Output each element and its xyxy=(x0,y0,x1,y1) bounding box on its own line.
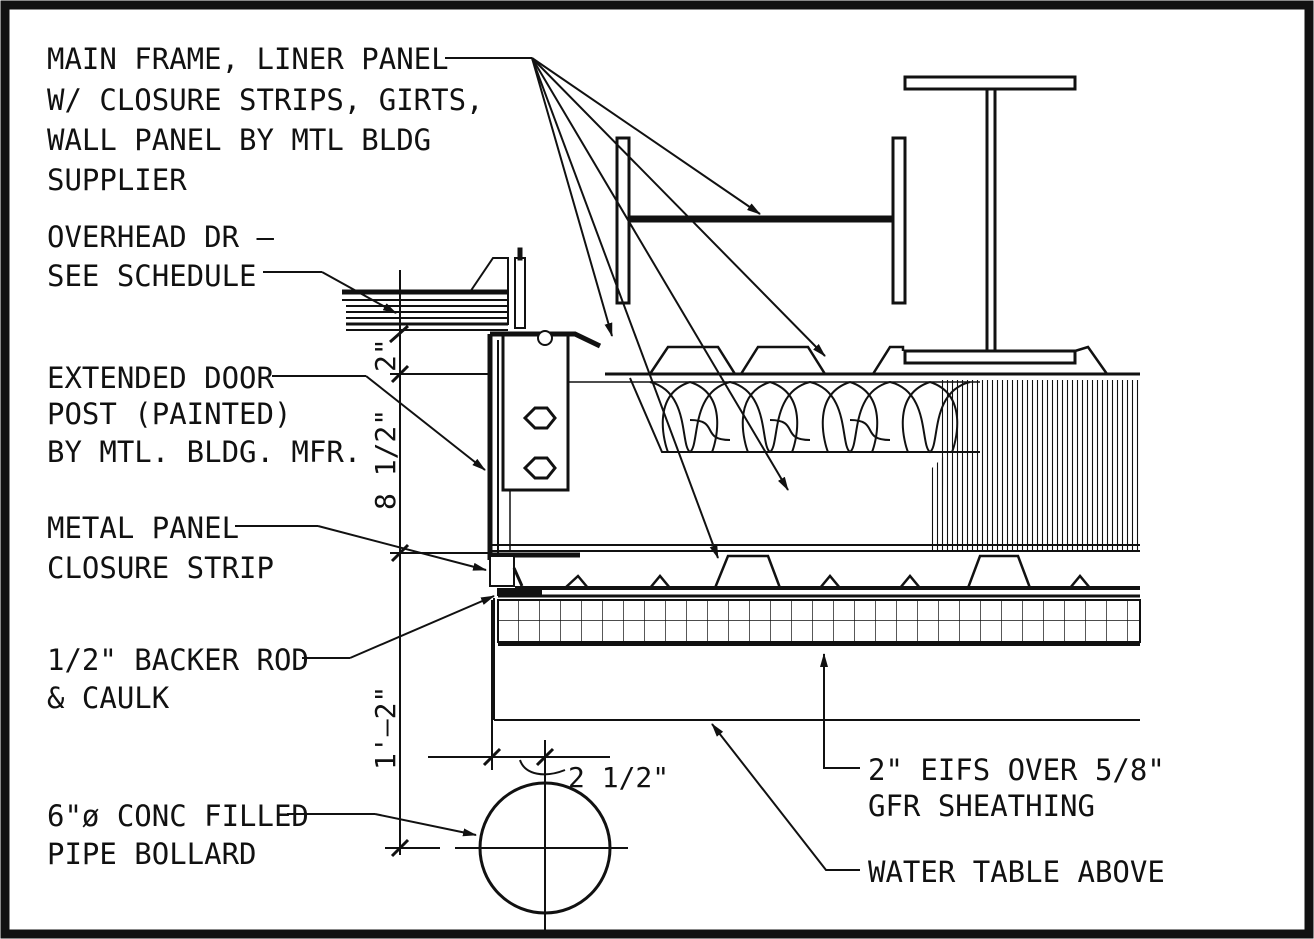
svg-text:SUPPLIER: SUPPLIER xyxy=(47,163,187,197)
note-backer-rod: 1/2" BACKER ROD & CAULK xyxy=(47,643,309,715)
svg-text:EXTENDED DOOR: EXTENDED DOOR xyxy=(47,361,275,395)
svg-text:W/ CLOSURE STRIPS, GIRTS,: W/ CLOSURE STRIPS, GIRTS, xyxy=(47,83,484,117)
svg-text:SEE SCHEDULE: SEE SCHEDULE xyxy=(47,259,257,293)
svg-text:& CAULK: & CAULK xyxy=(47,681,170,715)
note-water-table: WATER TABLE ABOVE xyxy=(868,855,1165,889)
svg-text:WATER TABLE ABOVE: WATER TABLE ABOVE xyxy=(868,855,1165,889)
dim-8-1-2-inch: 8 1/2" xyxy=(369,409,402,510)
door-post xyxy=(487,330,602,587)
main-frame-beams xyxy=(615,75,1077,365)
svg-text:OVERHEAD DR –: OVERHEAD DR – xyxy=(47,220,275,254)
leader-lines xyxy=(235,57,860,871)
svg-text:GFR SHEATHING: GFR SHEATHING xyxy=(868,789,1095,823)
note-closure-strip: METAL PANEL CLOSURE STRIP xyxy=(47,511,274,585)
insulation xyxy=(629,377,980,454)
svg-text:6"ø CONC FILLED: 6"ø CONC FILLED xyxy=(47,799,309,833)
note-overhead-door: OVERHEAD DR – SEE SCHEDULE xyxy=(47,220,275,293)
svg-text:2" EIFS OVER 5/8": 2" EIFS OVER 5/8" xyxy=(868,753,1165,787)
svg-text:PIPE BOLLARD: PIPE BOLLARD xyxy=(47,837,257,871)
eifs-panel xyxy=(497,599,1141,643)
overhead-door xyxy=(342,247,526,331)
dim-1-2: 1'–2" xyxy=(369,686,402,770)
svg-text:MAIN FRAME, LINER PANEL: MAIN FRAME, LINER PANEL xyxy=(47,42,449,76)
wall-panel-hatch xyxy=(940,380,1140,550)
svg-text:1/2" BACKER ROD: 1/2" BACKER ROD xyxy=(47,643,309,677)
svg-text:CLOSURE STRIP: CLOSURE STRIP xyxy=(47,551,274,585)
dimension-lines xyxy=(385,270,610,858)
svg-text:POST (PAINTED): POST (PAINTED) xyxy=(47,397,291,431)
note-main-frame: MAIN FRAME, LINER PANEL W/ CLOSURE STRIP… xyxy=(47,42,484,197)
svg-text:METAL PANEL: METAL PANEL xyxy=(47,511,239,545)
svg-text:BY MTL. BLDG. MFR.: BY MTL. BLDG. MFR. xyxy=(47,435,361,469)
note-bollard: 6"ø CONC FILLED PIPE BOLLARD xyxy=(47,799,309,871)
note-eifs: 2" EIFS OVER 5/8" GFR SHEATHING xyxy=(868,753,1165,823)
note-door-post: EXTENDED DOOR POST (PAINTED) BY MTL. BLD… xyxy=(47,361,361,469)
liner-panel-profile xyxy=(510,345,1140,383)
dim-2-1-2-inch: 2 1/2" xyxy=(568,761,669,794)
svg-text:WALL PANEL BY MTL BLDG: WALL PANEL BY MTL BLDG xyxy=(47,123,431,157)
pipe-bollard xyxy=(455,740,628,935)
dim-2-inch: 2" xyxy=(369,338,402,372)
backer-rod xyxy=(497,588,542,596)
